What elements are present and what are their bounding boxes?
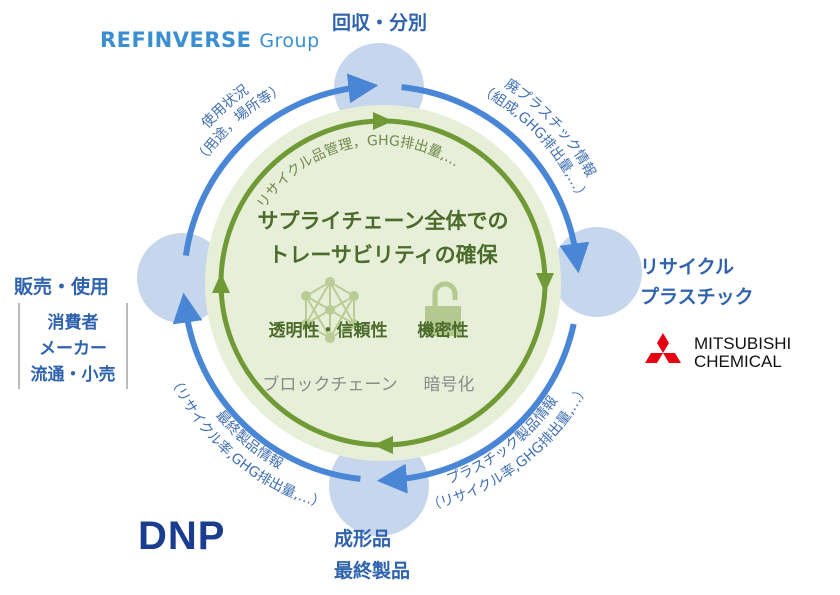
inner-background: [205, 105, 561, 461]
feature-tech-encryption: 暗号化: [424, 375, 475, 395]
network-icon: [301, 277, 359, 343]
node-label-sales-use: 販売・使用: [14, 276, 110, 298]
flow-arrow-to-collection: [182, 73, 379, 257]
stakeholder-retail: 流通・小売: [30, 364, 116, 385]
node-label-molded-2: 最終製品: [334, 560, 411, 582]
title-line1: サプライチェーン全体での: [258, 209, 509, 233]
node-label-recycled-plastic-1: リサイクル: [640, 256, 735, 278]
stakeholder-consumer: 消費者: [47, 312, 99, 333]
green-cycle-arrowhead: [536, 273, 554, 293]
feature-label-confidentiality: 機密性: [418, 320, 469, 341]
feature-tech-blockchain: ブロックチェーン: [262, 374, 397, 395]
flow-arrow-to-molding: [376, 323, 577, 494]
flow-arrow-to-recycling: [401, 84, 590, 274]
node-label-recycled-plastic-2: プラスチック: [640, 286, 754, 308]
node-left: [137, 233, 227, 323]
green-cycle-arrowhead: [373, 112, 393, 130]
dnp-logo: DNP: [138, 514, 226, 558]
node-right: [552, 227, 642, 317]
node-label-molded-1: 成形品: [334, 528, 392, 550]
lock-icon: [425, 281, 461, 336]
refinverse-logo: REFINVERSE Group: [100, 28, 320, 52]
flow-arrow-to-sales: [172, 292, 361, 482]
title-line2: トレーサビリティの確保: [268, 243, 498, 267]
feature-label-transparency: 透明性・信頼性: [269, 320, 388, 341]
green-cycle-arrowhead: [212, 273, 230, 293]
green-cycle-arrowhead: [373, 436, 393, 454]
flow-upper-right-title: 廃プラスチック情報: [502, 75, 599, 179]
stakeholder-maker: メーカー: [39, 338, 107, 359]
stakeholder-box: 消費者 メーカー 流通・小売: [18, 303, 128, 389]
node-label-collection: 回収・分別: [332, 12, 428, 34]
three-diamonds-icon: [645, 333, 681, 363]
